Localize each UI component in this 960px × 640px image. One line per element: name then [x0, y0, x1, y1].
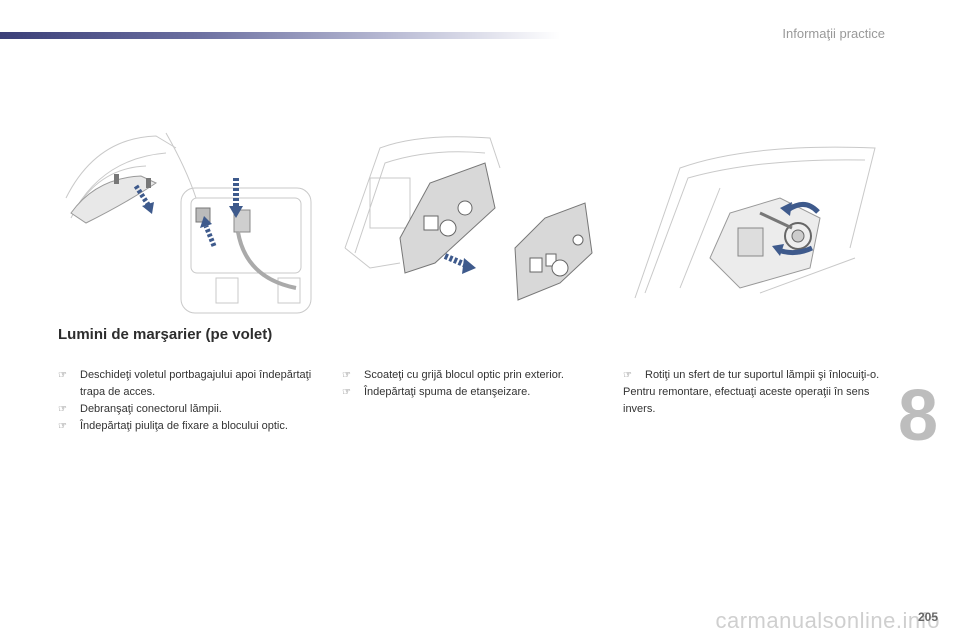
- instruction-item: ☞ Debranşaţi conectorul lămpii.: [58, 401, 328, 418]
- instructions-column-3: ☞ Rotiţi un sfert de tur suportul lămpii…: [623, 367, 888, 418]
- pointing-hand-icon: ☞: [342, 387, 351, 398]
- page-header-title: Informaţii practice: [782, 26, 885, 41]
- illustration-access-panel: [65, 132, 312, 314]
- instruction-item: ☞ Deschideţi voletul portbagajului apoi …: [58, 367, 328, 401]
- illustration-optical-block: [344, 136, 593, 301]
- pointing-hand-icon: ☞: [58, 421, 67, 432]
- instruction-text: Scoateţi cu grijă blocul optic prin exte…: [364, 369, 564, 381]
- pointing-hand-icon: ☞: [58, 404, 67, 415]
- instructions-column-1: ☞ Deschideţi voletul portbagajului apoi …: [58, 367, 328, 435]
- illustration-bulb-holder: [634, 146, 876, 299]
- pointing-hand-icon: ☞: [58, 370, 67, 381]
- instruction-item: ☞ Rotiţi un sfert de tur suportul lămpii…: [623, 367, 888, 384]
- pointing-hand-icon: ☞: [623, 370, 632, 381]
- page-number: 205: [917, 610, 938, 624]
- instruction-text: Îndepărtaţi spuma de etanşeizare.: [364, 386, 531, 398]
- instruction-item: ☞ Scoateţi cu grijă blocul optic prin ex…: [342, 367, 612, 384]
- instruction-text: Îndepărtaţi piuliţa de fixare a blocului…: [80, 420, 288, 432]
- chapter-number: 8: [897, 376, 938, 456]
- pointing-hand-icon: ☞: [342, 370, 351, 381]
- instruction-item: ☞ Îndepărtaţi spuma de etanşeizare.: [342, 384, 612, 401]
- instruction-text: Debranşaţi conectorul lămpii.: [80, 403, 222, 415]
- instructions-column-2: ☞ Scoateţi cu grijă blocul optic prin ex…: [342, 367, 612, 401]
- header-accent-bar: [0, 32, 560, 39]
- reassembly-note: Pentru remontare, efectuaţi aceste opera…: [623, 386, 870, 415]
- watermark: carmanualsonline.info: [715, 608, 940, 633]
- instruction-item: ☞ Îndepărtaţi piuliţa de fixare a blocul…: [58, 418, 328, 435]
- instruction-text: Rotiţi un sfert de tur suportul lămpii ş…: [645, 369, 880, 381]
- section-title: Lumini de marşarier (pe volet): [58, 326, 273, 343]
- instruction-text: Deschideţi voletul portbagajului apoi în…: [80, 369, 312, 398]
